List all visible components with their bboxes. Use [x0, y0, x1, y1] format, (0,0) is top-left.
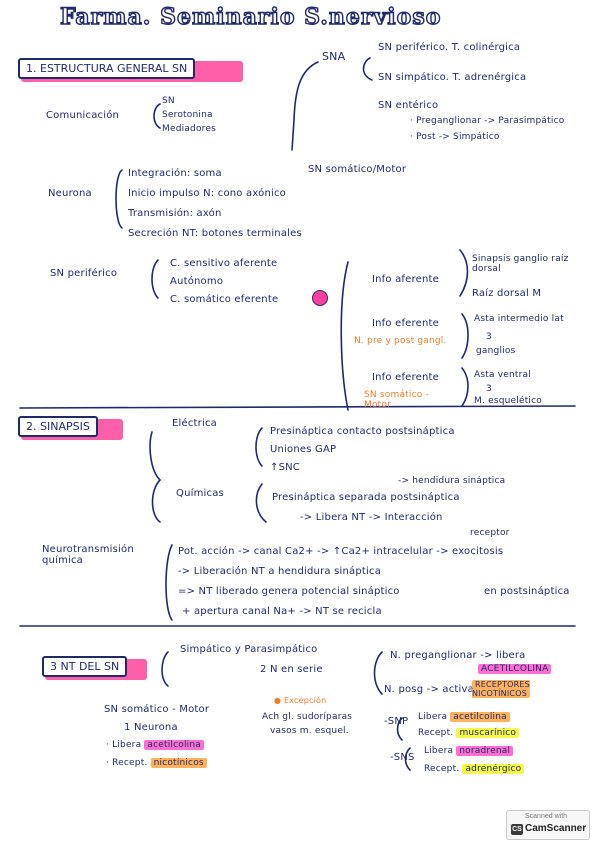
neurotransmision-label: Neurotransmisión química: [42, 544, 134, 566]
electrica-item-3: ↑SNC: [270, 462, 300, 473]
electrica-label: Eléctrica: [172, 418, 217, 429]
comunicacion-item-2: Serotonina: [162, 110, 213, 120]
camscanner-icon: CS: [511, 824, 523, 835]
periferico-item-2: Autónomo: [170, 276, 224, 287]
snp-label: -SNP: [384, 716, 409, 727]
periferico-item-3: C. somático eferente: [170, 294, 279, 305]
sna-item-2: SN simpático. T. adrenérgica: [378, 72, 527, 83]
badge-line-1: Scanned with: [525, 813, 568, 820]
info-aferente-item-2: Raíz dorsal M: [472, 288, 542, 299]
neurona-item-4: Secreción NT: botones terminales: [128, 228, 302, 239]
quimicas-item-3: -> Libera NT -> Interacción: [300, 512, 443, 523]
somatico-motor-label: SN somático - Motor: [104, 704, 210, 715]
info-eferente2-item-2: 3: [486, 384, 492, 394]
excepcion-line-1: Ach gl. sudoríparas: [262, 712, 353, 722]
periferico-item-1: C. sensitivo aferente: [170, 258, 278, 269]
neuro-item-4: en postsináptica: [484, 586, 570, 597]
posg-text: N. posg -> activa: [384, 684, 474, 695]
sns-item-2: Recept. adrenérgico: [424, 764, 525, 774]
quimicas-item-2: Presináptica separada postsináptica: [272, 492, 460, 503]
sna-label: SNA: [322, 50, 346, 63]
quimicas-item-4: receptor: [470, 528, 510, 538]
page-title: Farma. Seminario S.nervioso: [59, 3, 442, 30]
snp-item-1: Libera acetilcolina: [418, 712, 510, 722]
neuro-item-3: => NT liberado genera potencial sináptic…: [178, 586, 400, 597]
una-neurona-label: 1 Neurona: [124, 722, 178, 733]
neurona-label: Neurona: [48, 188, 92, 199]
info-eferente2-note: SN somático - Motor: [364, 390, 429, 410]
neurona-item-3: Transmisión: axón: [128, 208, 222, 219]
info-eferente1-item-1: Asta intermedio lat: [474, 314, 564, 324]
section3-heading: 3 NT DEL SN: [42, 656, 128, 677]
neuro-item-2: -> Liberación NT a hendidura sináptica: [178, 566, 382, 577]
info-eferente2-item-1: Asta ventral: [474, 370, 531, 380]
camscanner-badge: Scanned with CS CamScanner: [506, 810, 590, 840]
info-aferente-label: Info aferente: [372, 274, 439, 285]
neuro-item-5: + apertura canal Na+ -> NT se recicla: [182, 606, 382, 617]
serie-label: 2 N en serie: [260, 664, 323, 675]
posg-highlight: RECEPTORES NICOTÍNICOS: [472, 680, 530, 698]
section1-heading: 1. ESTRUCTURA GENERAL SN: [18, 58, 196, 79]
sna-item-3: SN entérico: [378, 100, 439, 111]
neuro-item-1: Pot. acción -> canal Ca2+ -> ↑Ca2+ intra…: [178, 546, 504, 557]
quimicas-label: Químicas: [176, 488, 224, 499]
sna-item-1: SN periférico. T. colinérgica: [378, 42, 521, 53]
comunicacion-item-1: SN: [162, 96, 175, 106]
enterico-item-1: · Preganglionar -> Parasimpático: [410, 116, 565, 126]
simpatico-label: Simpático y Parasimpático: [180, 644, 318, 655]
electrica-item-2: Uniones GAP: [270, 444, 337, 455]
pregang-text: N. preganglionar -> libera: [390, 650, 526, 661]
somatico-item-1: · Libera acetilcolina: [106, 740, 204, 750]
excepcion-line-2: vasos m. esquel.: [270, 726, 349, 736]
pink-circle-icon: [312, 290, 328, 306]
somatico-item-2: · Recept. nicotínicos: [106, 758, 207, 768]
enterico-item-2: · Post -> Simpático: [410, 132, 500, 142]
excepcion-label: ● Excepción: [274, 696, 327, 705]
info-eferente2-item-3: M. esquelético: [474, 396, 542, 406]
sn-somatico-label: SN somático/Motor: [308, 164, 407, 175]
info-aferente-item-1: Sinapsis ganglio raíz dorsal: [472, 254, 569, 274]
comunicacion-item-3: Mediadores: [162, 124, 216, 134]
neurona-item-1: Integración: soma: [128, 168, 222, 179]
electrica-item-1: Presináptica contacto postsináptica: [270, 426, 455, 437]
badge-line-2: CamScanner: [525, 823, 587, 834]
snp-item-2: Recept. muscarínico: [418, 728, 520, 738]
info-eferente2-label: Info eferente: [372, 372, 439, 383]
pregang-highlight: ACETILCOLINA: [478, 664, 552, 674]
sns-label: -SNS: [390, 752, 415, 763]
info-eferente1-item-3: ganglios: [476, 346, 516, 356]
star-icon: ●: [274, 696, 282, 705]
section2-heading: 2. SINAPSIS: [18, 416, 98, 437]
info-eferente1-label: Info eferente: [372, 318, 439, 329]
sn-periferico-label: SN periférico: [50, 268, 118, 279]
info-eferente1-item-2: 3: [486, 332, 492, 342]
quimicas-item-1: -> hendidura sináptica: [398, 476, 506, 486]
sns-item-1: Libera noradrenal: [424, 746, 514, 756]
neurona-item-2: Inicio impulso N: cono axónico: [128, 188, 286, 199]
comunicacion-label: Comunicación: [46, 110, 120, 121]
info-eferente1-note: N. pre y post gangl.: [354, 336, 447, 346]
